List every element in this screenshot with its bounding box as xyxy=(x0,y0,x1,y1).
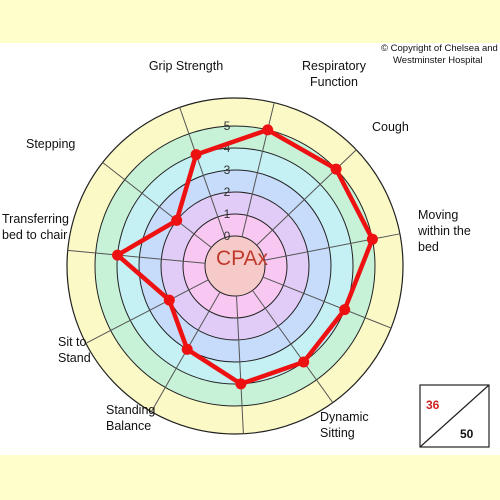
axis-label-10: Grip Strength xyxy=(149,59,223,73)
center-label: CPAx xyxy=(216,247,269,270)
tick-label-5: 5 xyxy=(224,119,231,133)
data-point-1 xyxy=(330,163,342,175)
data-point-4 xyxy=(298,356,310,368)
spoke-7 xyxy=(85,279,209,344)
ring-level-0 xyxy=(204,235,266,297)
data-point-9 xyxy=(171,214,183,226)
data-point-8 xyxy=(112,249,123,261)
spoke-5 xyxy=(235,295,244,434)
data-point-3 xyxy=(339,304,351,316)
spoke-10 xyxy=(179,107,226,238)
copyright-line-1: © Copyright of Chelsea and xyxy=(381,43,498,54)
radar-tick-labels: 0 1 2 3 4 5 xyxy=(224,119,231,243)
spoke-3 xyxy=(262,276,392,329)
score-box: 36 50 xyxy=(419,384,490,448)
radar-rings xyxy=(66,97,404,435)
score-value: 36 xyxy=(426,398,440,412)
copyright-notice: © Copyright of Chelsea and Westminster H… xyxy=(381,43,498,66)
data-point-0 xyxy=(262,124,274,136)
series-line xyxy=(115,127,375,387)
axis-label-9: Stepping xyxy=(26,137,75,151)
top-band xyxy=(0,0,500,43)
tick-label-4: 4 xyxy=(224,141,231,155)
data-point-2 xyxy=(366,233,378,245)
spoke-4 xyxy=(252,290,334,403)
spoke-8 xyxy=(67,249,206,264)
tick-label-3: 3 xyxy=(224,163,231,177)
copyright-line-2: Westminster Hospital xyxy=(393,55,483,66)
score-total: 50 xyxy=(460,427,474,441)
axis-label-1: Cough xyxy=(372,120,409,134)
score-box-divider xyxy=(419,384,490,448)
data-point-6 xyxy=(181,343,193,355)
data-point-10 xyxy=(190,149,202,161)
data-point-5 xyxy=(235,378,247,390)
radar-series xyxy=(112,124,378,390)
tick-label-2: 2 xyxy=(224,185,231,199)
tick-label-1: 1 xyxy=(224,207,231,221)
bottom-band xyxy=(0,455,500,500)
tick-label-0: 0 xyxy=(224,229,231,243)
spoke-9 xyxy=(102,162,212,248)
data-point-7 xyxy=(163,294,175,306)
